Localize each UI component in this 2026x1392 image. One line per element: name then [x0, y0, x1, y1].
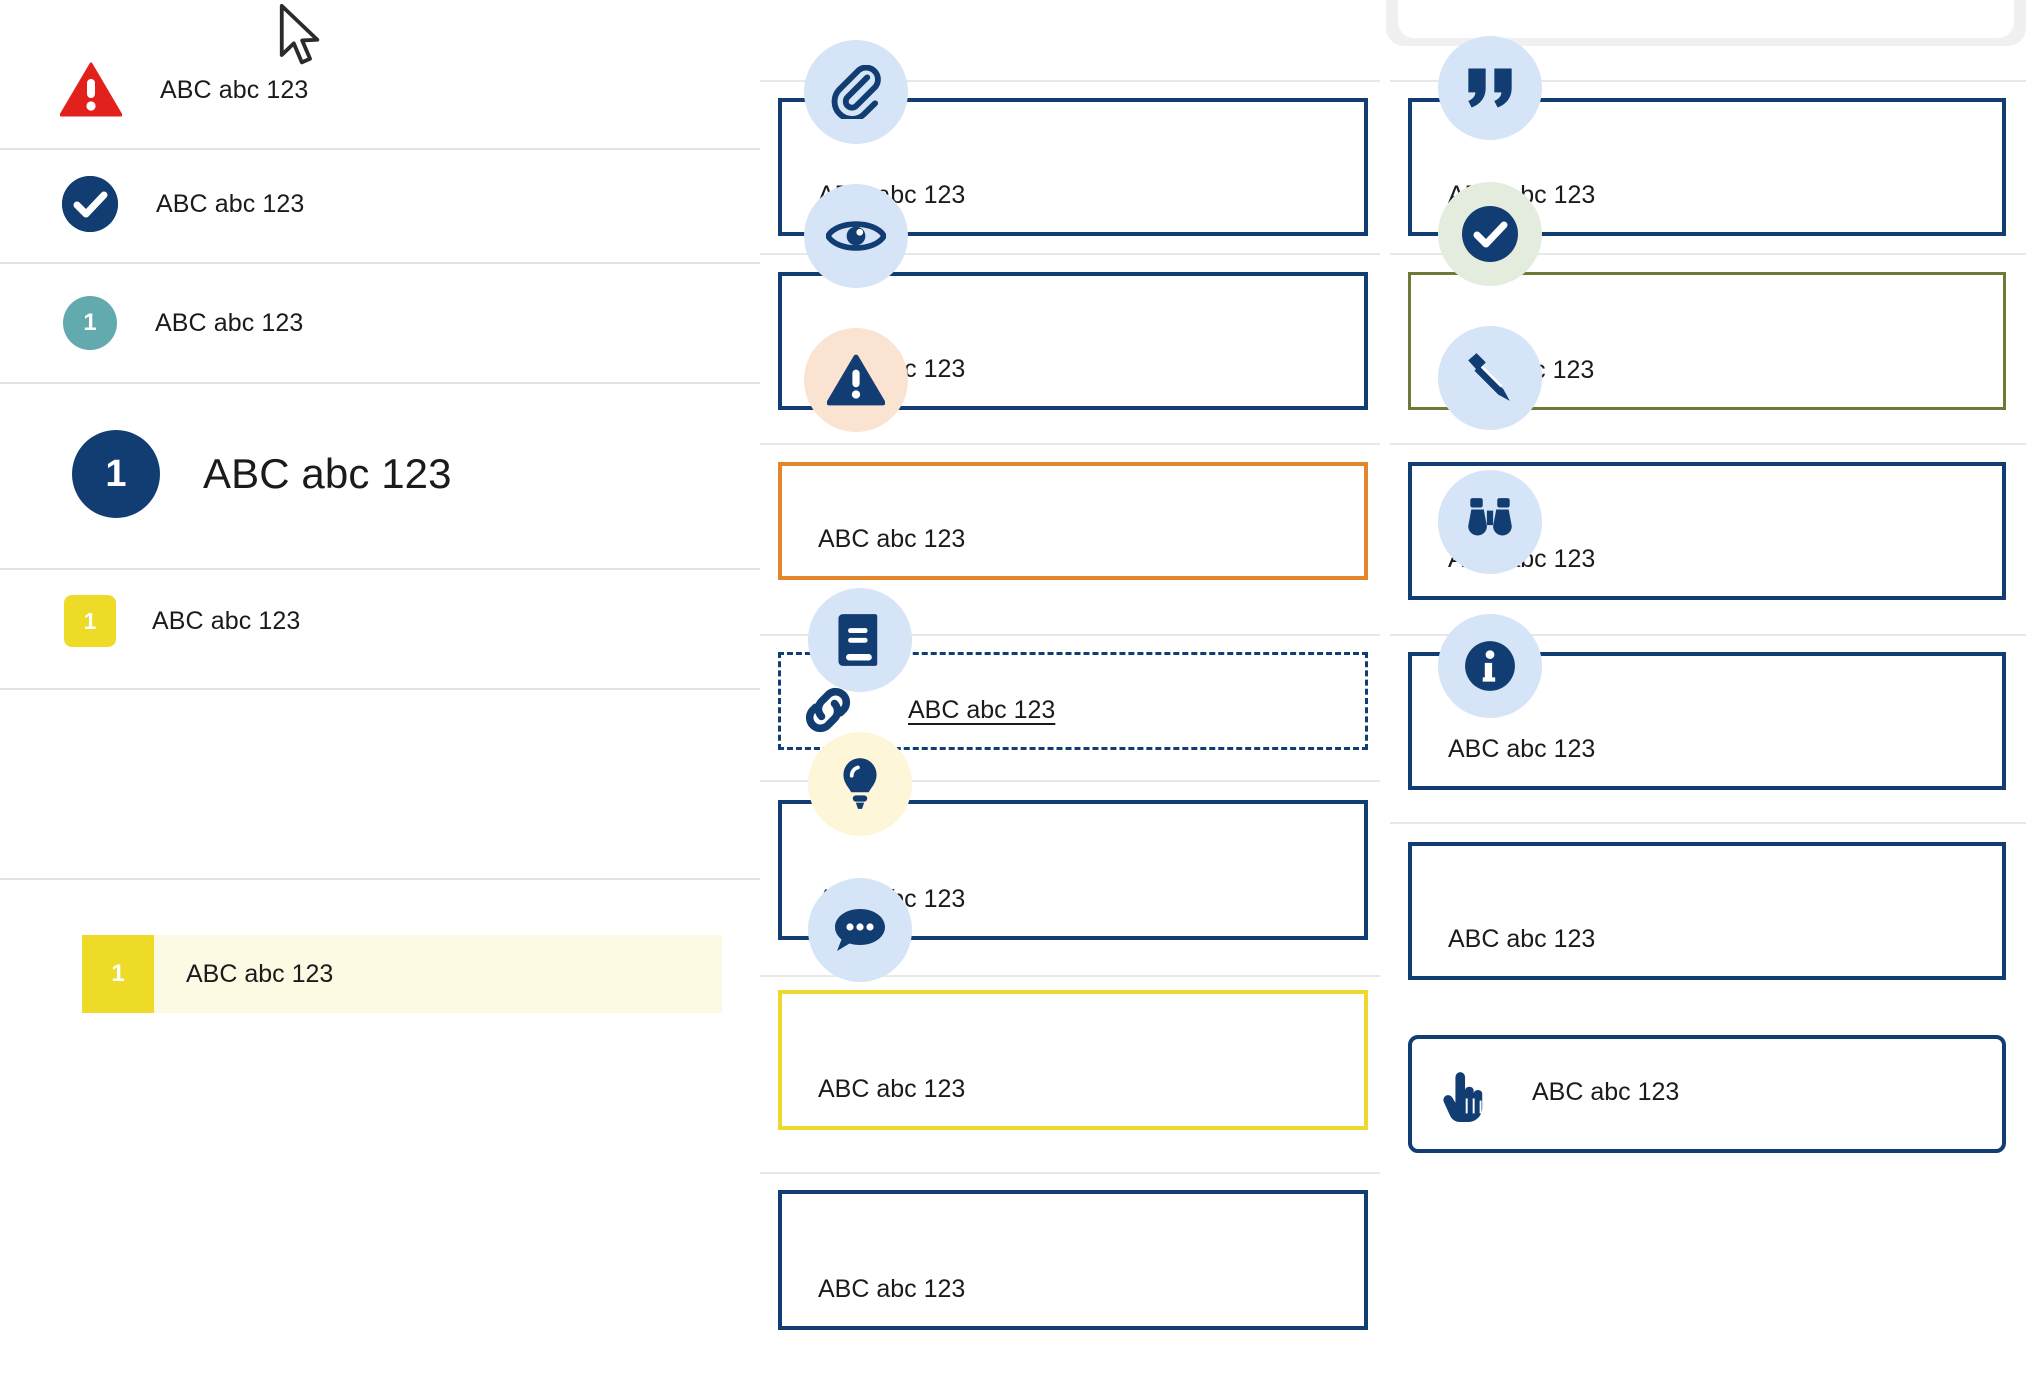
left-column: ABC abc 123 ABC abc 123 1 ABC abc 123 1 [0, 0, 760, 1392]
number-badge-value: 1 [83, 607, 97, 634]
list-item-label: ABC abc 123 [155, 308, 304, 337]
card-action-label: ABC abc 123 [1532, 1077, 1680, 1106]
lightbulb-icon [808, 732, 912, 836]
number-badge: 1 [82, 935, 154, 1013]
list-item[interactable]: 1 ABC abc 123 [0, 296, 823, 350]
list-item[interactable]: ABC abc 123 [0, 176, 822, 232]
divider [760, 1172, 1380, 1174]
number-badge-value: 1 [83, 309, 97, 336]
divider [1390, 822, 2026, 824]
paperclip-icon [804, 40, 908, 144]
warning-triangle-icon [60, 62, 122, 118]
link-row[interactable]: ABC abc 123 [800, 682, 1055, 738]
info-circle-icon [1438, 614, 1542, 718]
divider [760, 780, 1380, 782]
card-action[interactable] [1408, 1035, 2006, 1153]
number-badge-value: 1 [111, 960, 125, 987]
mouse-pointer [278, 3, 322, 66]
list-item[interactable]: 1 ABC abc 123 [0, 430, 832, 518]
action-row[interactable]: ABC abc 123 [1440, 1062, 1679, 1122]
card-label: ABC abc 123 [1448, 925, 1596, 953]
divider [0, 568, 760, 570]
book-icon [808, 588, 912, 692]
card-label: ABC abc 123 [1448, 735, 1596, 763]
top-panel-surface [1398, 0, 2014, 38]
list-item[interactable]: 1 ABC abc 123 [0, 595, 824, 647]
divider [1390, 443, 2026, 445]
divider [0, 688, 760, 690]
divider [760, 634, 1380, 636]
divider [760, 443, 1380, 445]
divider [0, 382, 760, 384]
list-item-label: ABC abc 123 [160, 75, 309, 104]
divider [760, 975, 1380, 977]
divider [0, 148, 760, 150]
list-item[interactable]: ABC abc 123 [0, 60, 820, 120]
warning-triangle-icon [804, 328, 908, 432]
divider [1390, 634, 2026, 636]
pencil-icon [1438, 326, 1542, 430]
list-item-label: ABC abc 123 [186, 959, 334, 988]
list-item-label: ABC abc 123 [156, 189, 305, 218]
card-label: ABC abc 123 [818, 1075, 966, 1103]
number-badge: 1 [64, 595, 116, 647]
divider [760, 80, 1380, 82]
card-warning[interactable]: ABC abc 123 [778, 462, 1368, 580]
card-tip[interactable]: ABC abc 123 [778, 990, 1368, 1130]
link-chain-icon [800, 682, 856, 738]
card-label: ABC abc 123 [818, 525, 966, 553]
card-comment[interactable]: ABC abc 123 [778, 1190, 1368, 1330]
card-link-label[interactable]: ABC abc 123 [908, 695, 1056, 724]
divider [1390, 80, 2026, 82]
divider [0, 878, 760, 880]
card-label: ABC abc 123 [818, 1275, 966, 1303]
check-circle-icon [62, 176, 118, 232]
speech-bubble-icon [808, 878, 912, 982]
number-badge-value: 1 [105, 452, 127, 495]
eye-icon [804, 184, 908, 288]
list-item-label: ABC abc 123 [203, 450, 452, 497]
quote-marks-icon [1438, 36, 1542, 140]
number-badge: 1 [72, 430, 160, 518]
pointing-hand-icon [1440, 1062, 1488, 1122]
list-item-label: ABC abc 123 [152, 606, 301, 635]
binoculars-icon [1438, 470, 1542, 574]
divider [760, 253, 1380, 255]
card-info[interactable]: ABC abc 123 [1408, 842, 2006, 980]
check-circle-icon [1438, 182, 1542, 286]
divider [0, 262, 760, 264]
divider [1390, 253, 2026, 255]
list-item-highlighted[interactable]: 1 ABC abc 123 [82, 935, 722, 1013]
number-badge: 1 [63, 296, 117, 350]
